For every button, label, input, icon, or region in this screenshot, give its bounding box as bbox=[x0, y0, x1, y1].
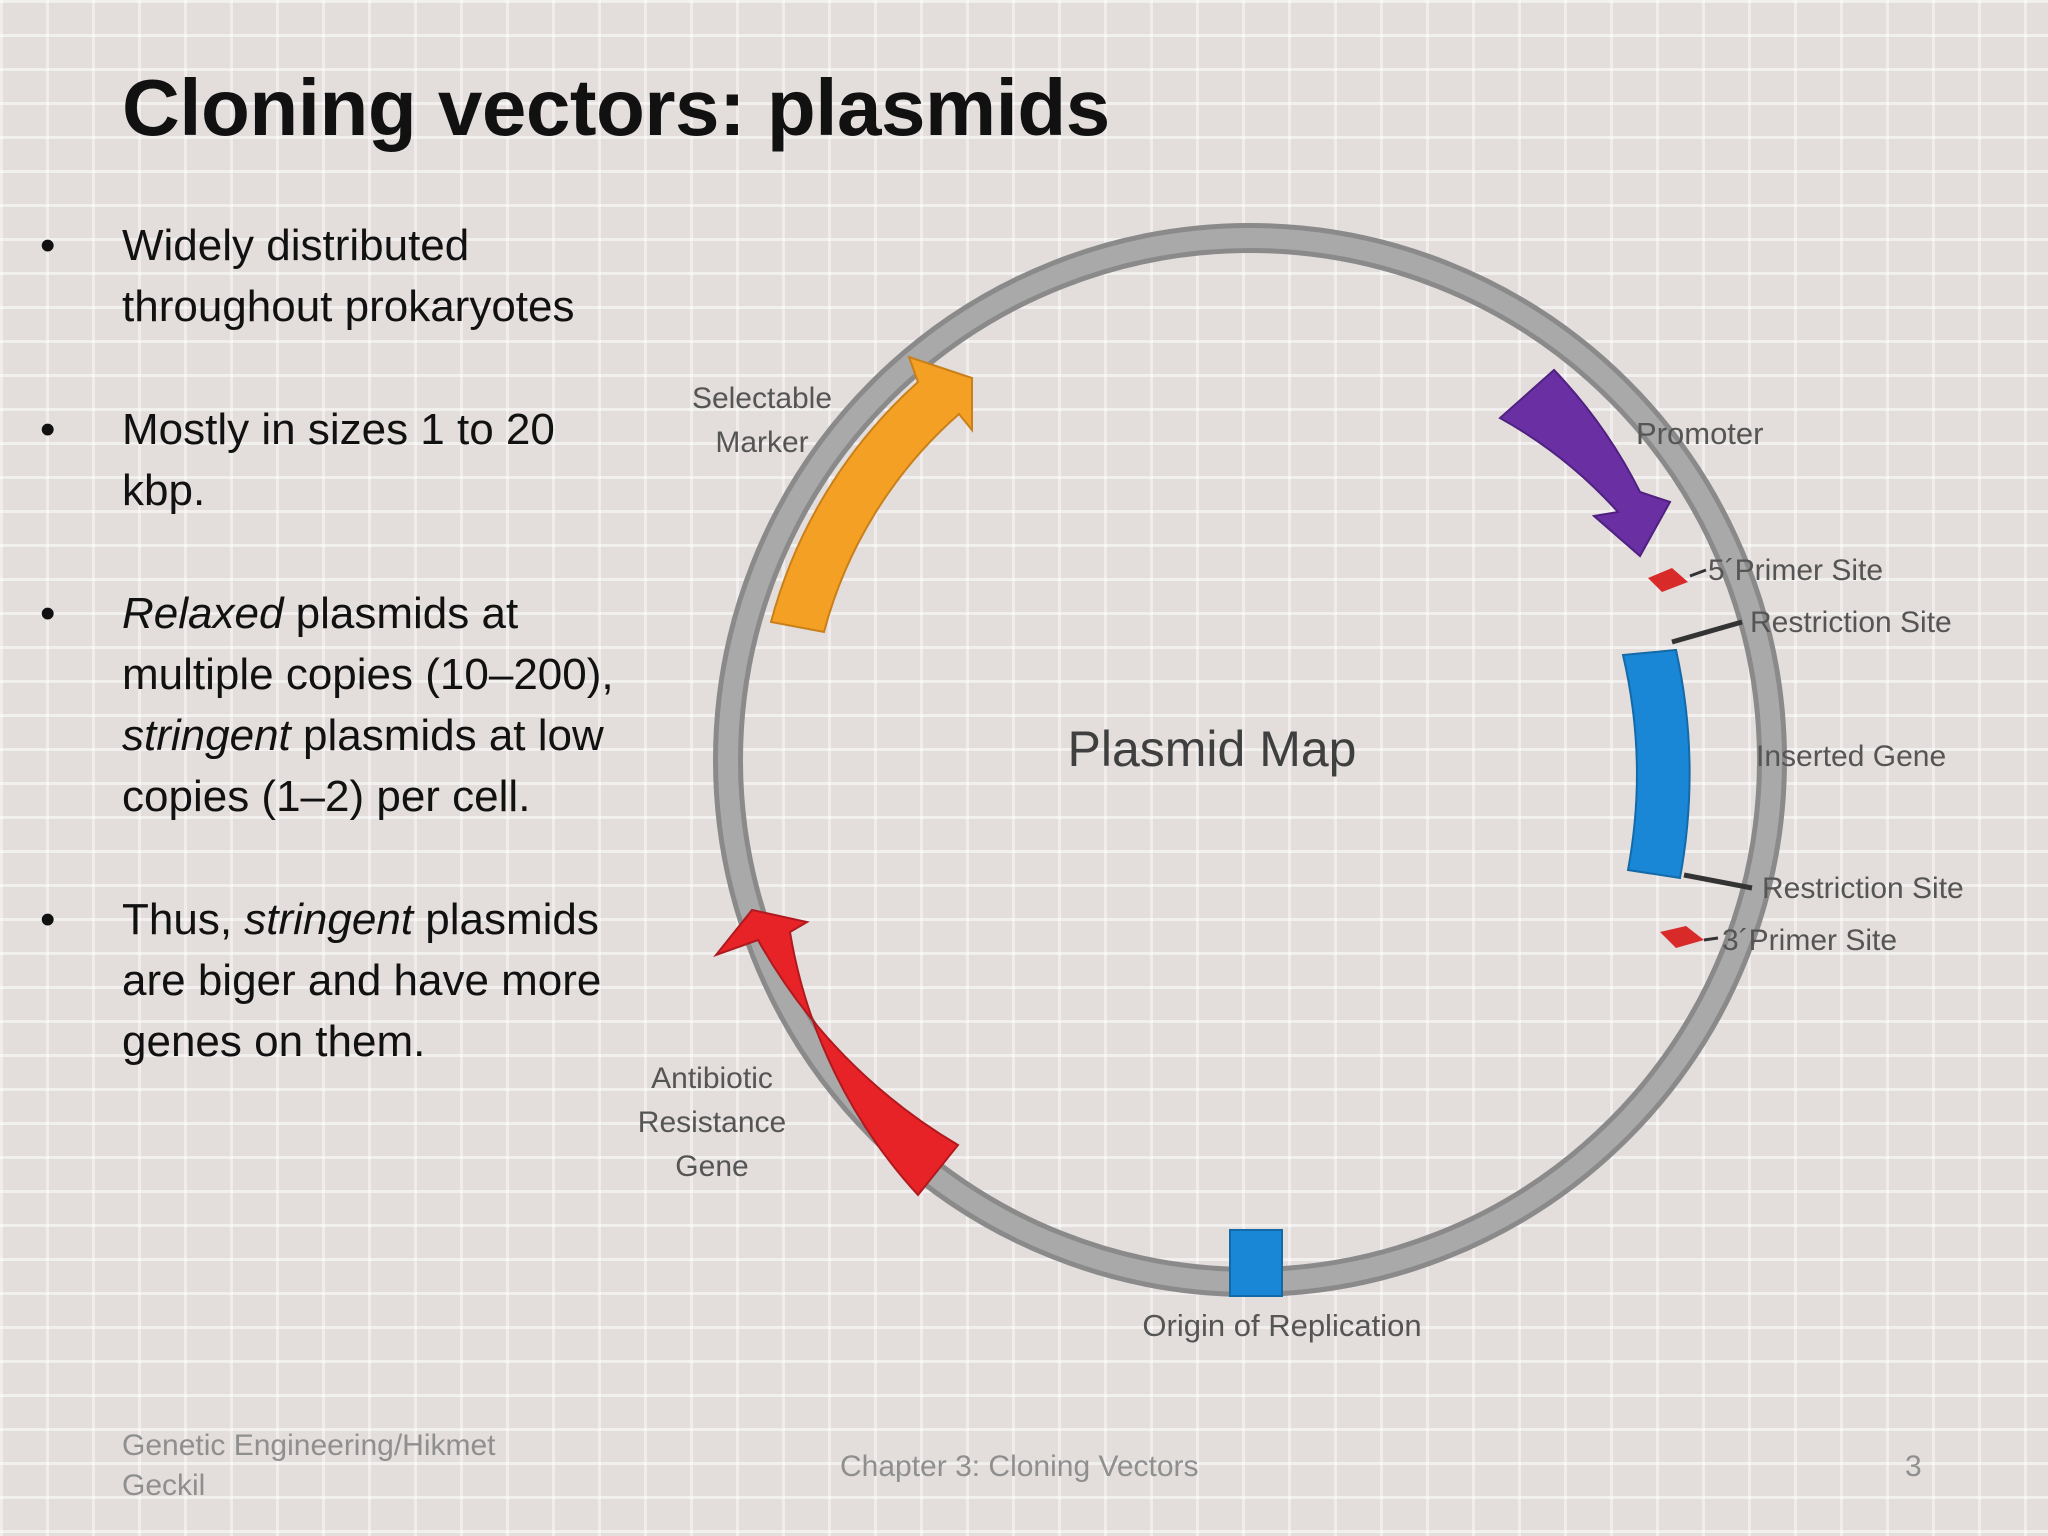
bullet-marker: • bbox=[40, 589, 56, 638]
origin-of-replication-block bbox=[1229, 1229, 1283, 1297]
bullet-marker: • bbox=[40, 221, 56, 270]
bullet-text-italic: Relaxed bbox=[122, 589, 284, 638]
selectable-marker-arrow bbox=[769, 355, 973, 634]
bullet-text-italic: stringent bbox=[244, 895, 414, 944]
antibiotic-resistance-label: Antibiotic bbox=[651, 1062, 773, 1095]
selectable-marker-label: Marker bbox=[715, 426, 808, 459]
bullet-text-run: plasmids at multiple copies (10–200), bbox=[122, 589, 614, 699]
bullet-item: • Widely distributed throughout prokaryo… bbox=[40, 215, 640, 337]
bullet-item: • Thus, stringent plasmids are biger and… bbox=[40, 889, 640, 1072]
footer-chapter: Chapter 3: Cloning Vectors bbox=[840, 1450, 1199, 1483]
bullet-text-run: plasmids at low copies (1–2) per cell. bbox=[122, 711, 604, 821]
primer-5-leader-line bbox=[1689, 568, 1707, 578]
bullet-marker: • bbox=[40, 895, 56, 944]
restriction-site-top-line bbox=[1671, 619, 1743, 645]
inserted-gene-block bbox=[1621, 648, 1691, 880]
bullet-item: • Mostly in sizes 1 to 20 kbp. bbox=[40, 399, 640, 521]
plasmid-map-center-label: Plasmid Map bbox=[1068, 721, 1357, 777]
primer-5-label: 5´Primer Site bbox=[1708, 554, 1883, 587]
bullet-text: Relaxed plasmids at multiple copies (10–… bbox=[122, 583, 642, 827]
restriction-site-bottom-label: Restriction Site bbox=[1762, 872, 1964, 905]
promoter-arrow bbox=[1498, 368, 1672, 558]
bullet-text-run: Widely distributed throughout prokaryote… bbox=[122, 221, 575, 331]
restriction-site-bottom-line bbox=[1683, 872, 1753, 891]
bullet-text-run: plasmids are biger and have more genes o… bbox=[122, 895, 602, 1066]
origin-of-replication-label: Origin of Replication bbox=[1142, 1308, 1421, 1343]
bullet-list: • Widely distributed throughout prokaryo… bbox=[40, 215, 640, 1134]
promoter-label: Promoter bbox=[1636, 416, 1763, 451]
primer-3-leader-line bbox=[1703, 936, 1719, 942]
primer-site-3-marker bbox=[1660, 926, 1704, 948]
antibiotic-resistance-arrow bbox=[713, 908, 960, 1197]
bullet-text: Mostly in sizes 1 to 20 kbp. bbox=[122, 399, 622, 521]
footer-page-number: 3 bbox=[1905, 1450, 1922, 1483]
bullet-marker: • bbox=[40, 405, 56, 454]
bullet-text: Thus, stringent plasmids are biger and h… bbox=[122, 889, 652, 1072]
antibiotic-resistance-label: Resistance bbox=[638, 1106, 786, 1139]
restriction-site-top-label: Restriction Site bbox=[1750, 606, 1952, 639]
slide-title: Cloning vectors: plasmids bbox=[122, 63, 1110, 152]
bullet-text-italic: stringent bbox=[122, 711, 291, 760]
bullet-text-run: Thus, bbox=[122, 895, 245, 944]
antibiotic-resistance-label: Gene bbox=[675, 1150, 748, 1183]
bullet-item: • Relaxed plasmids at multiple copies (1… bbox=[40, 583, 640, 827]
bullet-text-run: Mostly in sizes 1 to 20 kbp. bbox=[122, 405, 555, 515]
primer-3-label: 3´Primer Site bbox=[1722, 924, 1897, 957]
footer-author: Genetic Engineering/Hikmet Geckil bbox=[122, 1429, 496, 1502]
selectable-marker-label: Selectable bbox=[692, 382, 832, 415]
bullet-text: Widely distributed throughout prokaryote… bbox=[122, 215, 642, 337]
inserted-gene-label: Inserted Gene bbox=[1756, 740, 1946, 773]
primer-site-5-marker bbox=[1648, 568, 1688, 592]
